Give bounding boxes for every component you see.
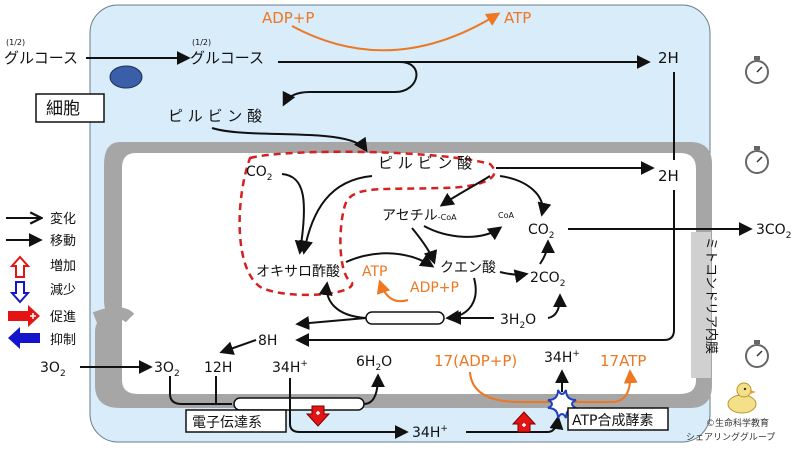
pyruvic-to-oxaloacetic-arrow [299, 175, 373, 255]
legend-promote: 促進 [50, 310, 76, 325]
atp-arc-top [291, 12, 501, 52]
glucose-outside: グルコース [4, 49, 78, 67]
two-h-mito: 2H [658, 167, 679, 185]
cycle-to-8h-arrow [295, 316, 367, 330]
atp-cycle: ATP [362, 264, 387, 280]
2h-to-8h-line [295, 190, 675, 347]
legend-increase-arrow [9, 255, 31, 278]
membrane-label: ミトコンドリア内膜 [703, 237, 719, 354]
cycle-channel [365, 311, 445, 325]
half-inside: (1/2) [192, 38, 211, 47]
channel-to-h2o-arrow [363, 373, 385, 405]
pyruvic-transport-arrow [211, 127, 368, 153]
three-o2-inside: 3O2 [154, 360, 180, 379]
legend-promote-arrow [8, 305, 40, 327]
pyruvic-to-acetyl-arrow [439, 175, 491, 207]
cycle-boundary [238, 150, 496, 297]
legend-change: 変化 [50, 211, 76, 227]
cycle-atp-arc [376, 279, 409, 303]
etc-label-box [185, 409, 287, 433]
adp-p-top: ADP+P [262, 9, 314, 27]
six-h2o: 6H2O [356, 354, 392, 373]
atp-synthase-label-box [567, 407, 669, 431]
co2-to-oxaloacetic-arrow [281, 173, 309, 255]
duck-mascot-icon [727, 382, 757, 414]
promote-arrow-up [511, 411, 537, 433]
atp17: 17ATP [600, 352, 646, 370]
legend-decrease: 減少 [50, 282, 76, 298]
glucose-inside: グルコース [190, 49, 264, 67]
oxaloacetic: オキサロ酢酸 [256, 264, 340, 280]
co2-left: CO2 [246, 164, 273, 183]
stopwatch-icon [745, 146, 769, 174]
citric-to-co2-arrow [499, 269, 529, 284]
h34-bottom-to-synthase [466, 415, 564, 433]
legend-increase: 増加 [50, 259, 76, 274]
etc-label: 電子伝達系 [192, 415, 262, 431]
atp-synthase-label: ATP合成酵素 [572, 413, 653, 429]
pyruvic-mito: ピ ル ビ ン 酸 [378, 154, 472, 172]
membrane-fold [92, 307, 135, 324]
mitochondria-icon [109, 65, 143, 89]
h34-left: 34H+ [272, 359, 308, 376]
stopwatch-icon [745, 56, 769, 84]
pyruvic-cyto: ピ ル ビ ン 酸 [168, 107, 262, 125]
legend-move: 移動 [50, 234, 76, 249]
eight-h: 8H [258, 333, 277, 349]
glucose-to-pyruvic-arrow [282, 61, 418, 107]
o2-to-channel-line [169, 376, 232, 405]
8h-to-12h-arrow [219, 339, 257, 355]
cell-label: 細胞 [46, 99, 80, 119]
legend: 変化 移動 増加 減少 促進 抑制 [6, 211, 76, 349]
adp-p-cycle: ADP+P [410, 280, 459, 296]
atp-top: ATP [504, 9, 531, 27]
adp17-to-synthase-arc [469, 369, 638, 403]
two-co2: 2CO2 [530, 270, 565, 289]
acetyl-coa: アセチル-CoA [382, 208, 457, 224]
citric-acid: クエン酸 [440, 260, 496, 276]
stopwatch-icon [745, 340, 769, 368]
legend-inhibit: 抑制 [50, 333, 76, 348]
legend-decrease-arrow [9, 281, 31, 304]
legend-promote-plus [30, 313, 36, 319]
three-o2-outside: 3O2 [40, 360, 66, 379]
adp17: 17(ADP+P) [434, 352, 517, 370]
legend-inhibit-arrow [8, 327, 40, 349]
cycle-to-oxaloacetic-arrow [318, 281, 367, 319]
pyruvic-to-co2-arrow [499, 175, 552, 217]
h34-right: 34H+ [544, 349, 580, 366]
three-co2: 3CO2 [756, 222, 791, 241]
coa-label: CoA [498, 211, 514, 220]
mitochondria-matrix [122, 153, 696, 394]
cycle-to-co2-arrow [539, 239, 555, 265]
h34-to-channel-arrow [289, 378, 409, 439]
promote-arrow-down [305, 405, 331, 427]
h34-bottom: 34H+ [412, 424, 448, 441]
oxaloacetic-to-citric-arrow [345, 252, 435, 268]
co2-mid: CO2 [528, 222, 555, 241]
atp-synthase-icon [547, 389, 577, 419]
membrane-label-box [691, 232, 711, 378]
half-outside: (1/2) [6, 38, 25, 47]
twelve-h: 12H [204, 360, 232, 376]
etc-channel [233, 397, 365, 411]
coa-cycle-arrow [423, 225, 503, 241]
cell-label-box [35, 93, 105, 123]
credit-line1: ©生命科学教育 [706, 417, 769, 429]
co2-from-channel-arrow [547, 293, 567, 319]
credit-line2: シェアリンググループ [686, 431, 775, 443]
two-h-top: 2H [658, 49, 679, 67]
three-h2o: 3H2O [500, 312, 536, 331]
